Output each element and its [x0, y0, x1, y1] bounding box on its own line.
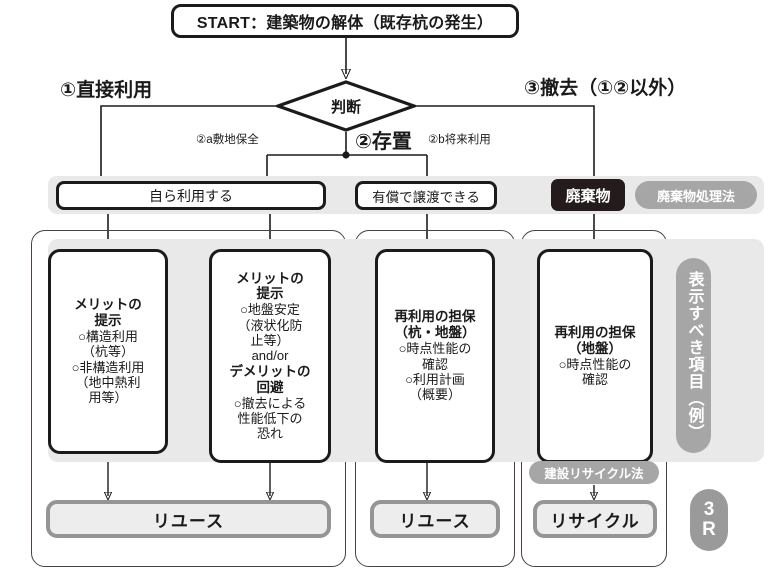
- card-line: and/or: [251, 348, 289, 364]
- pill-construction-recycle-law-text: 建設リサイクル法: [544, 467, 644, 481]
- card-line: 提示: [256, 286, 284, 302]
- branch-label-future-use: ②b将来利用: [428, 134, 491, 146]
- start-label: START：建築物の解体（既存杭の発生）: [196, 15, 494, 32]
- badge-3r-bottom: R: [702, 519, 716, 540]
- pill-waste-management-law: 廃棄物処理法: [635, 181, 757, 209]
- badge-waste-text: 廃棄物: [565, 187, 611, 205]
- result-reuse-b: リユース: [370, 500, 500, 538]
- card-line: メリットの: [236, 270, 304, 286]
- card-line: 再利用の担保: [554, 324, 636, 340]
- card-line: メリットの: [74, 297, 142, 313]
- badge-waste: 廃棄物: [551, 179, 625, 211]
- card-line: （杭等）: [81, 344, 134, 360]
- card-line: ○地盤安定: [240, 302, 300, 318]
- card-line: ○時点性能の: [558, 356, 632, 372]
- label-paid-transfer-text: 有償で譲渡できる: [372, 189, 480, 205]
- card-line: （杭・地盤）: [394, 325, 476, 341]
- card-line: ○非構造利用: [71, 359, 145, 375]
- card-line: （地中熱利: [75, 375, 141, 391]
- card-line: （液状化防: [237, 317, 303, 333]
- card-line: ○撤去による: [233, 395, 307, 411]
- card-line: 確認: [581, 371, 608, 387]
- branch-label-retention: ②存置: [355, 131, 412, 153]
- card-line: 再利用の担保: [394, 309, 476, 325]
- result-reuse-a-text: リユース: [152, 511, 225, 531]
- pill-waste-management-law-text: 廃棄物処理法: [656, 188, 735, 204]
- card-line: ○利用計画: [405, 371, 465, 387]
- label-paid-transfer: 有償で譲渡できる: [355, 181, 497, 210]
- branch-label-site-preservation: ②a敷地保全: [196, 134, 259, 146]
- result-recycle-c: リサイクル: [533, 500, 657, 538]
- start-node: START：建築物の解体（既存杭の発生）: [171, 4, 519, 38]
- card-line: 確認: [421, 356, 448, 372]
- card-line: ○構造利用: [78, 329, 138, 345]
- label-self-use-text: 自ら利用する: [149, 187, 233, 204]
- card-merit-structural: メリットの提示○構造利用（杭等）○非構造利用（地中熱利用等）: [48, 249, 168, 454]
- branch-label-removal: ③撤去（①②以外）: [524, 78, 687, 99]
- card-line: 性能低下の: [237, 410, 303, 426]
- result-reuse-a: リユース: [46, 500, 331, 538]
- card-line: 恐れ: [256, 426, 283, 442]
- badge-3r: 3 R: [690, 489, 728, 551]
- card-line: デメリットの: [229, 363, 311, 379]
- card-line: 提示: [94, 313, 122, 329]
- card-line: 用等）: [88, 390, 128, 406]
- pill-display-items: 表示すべき項目（例）: [676, 258, 711, 453]
- branch-label-direct-use: ①直接利用: [60, 80, 153, 101]
- badge-3r-top: 3: [703, 499, 715, 521]
- card-line: 止等）: [250, 333, 290, 348]
- result-recycle-c-text: リサイクル: [550, 511, 640, 531]
- pill-construction-recycle-law: 建設リサイクル法: [529, 461, 659, 484]
- result-reuse-b-text: リユース: [399, 511, 471, 531]
- pill-display-items-text: 表示すべき項目（例）: [685, 270, 703, 441]
- label-self-use: 自ら利用する: [56, 181, 326, 210]
- card-line: （地盤）: [568, 340, 622, 356]
- card-line: （概要）: [408, 387, 461, 403]
- card-reuse-guarantee-ground: 再利用の担保（地盤）○時点性能の確認: [537, 249, 653, 463]
- card-line: ○時点性能の: [398, 341, 472, 357]
- card-line: 回避: [256, 379, 284, 395]
- card-reuse-guarantee-pile-ground: 再利用の担保（杭・地盤）○時点性能の確認○利用計画（概要）: [375, 249, 495, 463]
- decision-diamond: [276, 80, 416, 132]
